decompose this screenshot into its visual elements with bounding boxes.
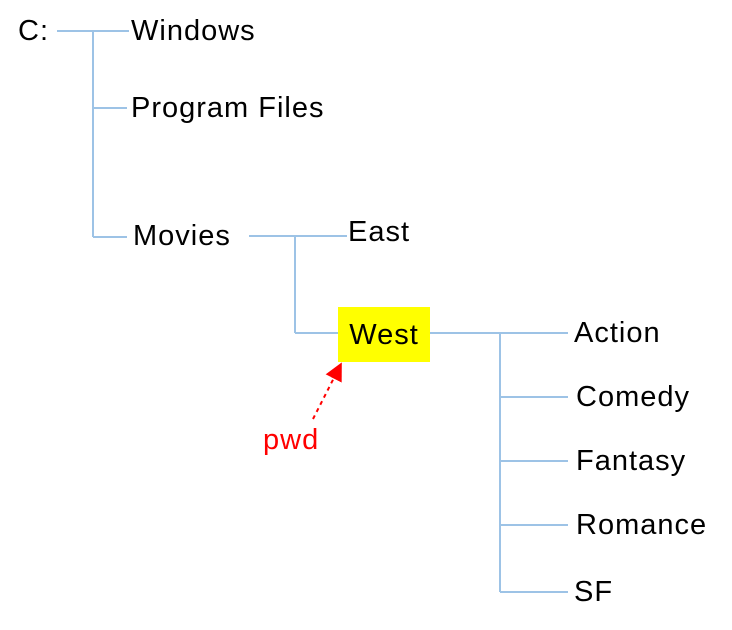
node-west-highlight: West	[338, 307, 430, 362]
node-sf: SF	[574, 576, 614, 608]
node-movies: Movies	[133, 220, 231, 252]
node-romance: Romance	[576, 509, 708, 541]
node-program-files: Program Files	[131, 92, 325, 124]
node-west: West	[349, 318, 419, 351]
pwd-arrow	[312, 362, 342, 420]
pwd-annotation: pwd	[263, 424, 320, 456]
node-fantasy: Fantasy	[576, 445, 687, 477]
node-comedy: Comedy	[576, 381, 690, 413]
node-east: East	[348, 216, 411, 248]
node-c-drive: C:	[18, 15, 49, 47]
node-action: Action	[574, 317, 661, 349]
node-windows: Windows	[131, 15, 256, 47]
